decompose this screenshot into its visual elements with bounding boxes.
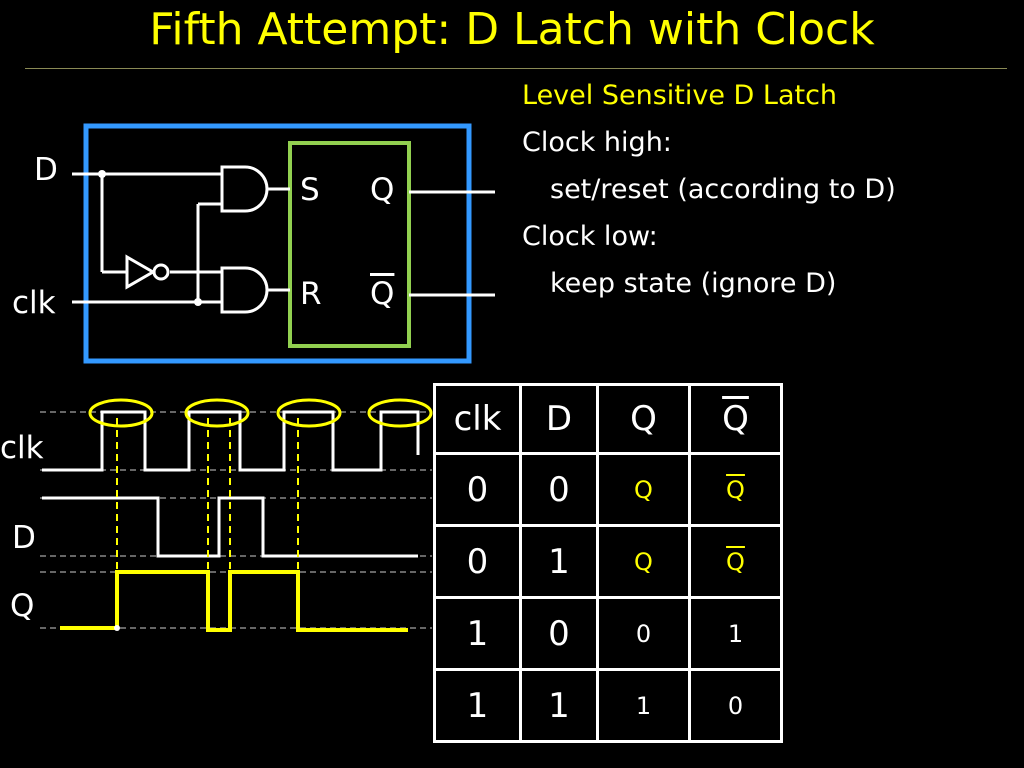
junction-dot-d [98, 170, 106, 178]
clock-high-highlights [88, 398, 433, 428]
clock-low-detail: keep state (ignore D) [550, 268, 837, 299]
truth-table: clk D Q Q 0 0 Q Q 0 1 Q Q 1 0 0 1 1 1 1 … [433, 383, 783, 743]
clk-waveform [42, 410, 420, 472]
header-cell: Q [596, 383, 691, 455]
title-divider [25, 68, 1007, 69]
table-cell: 0 [433, 452, 522, 527]
clock-high-label: Clock high: [522, 127, 672, 158]
timing-d-label: D [12, 520, 36, 556]
junction-dot-clk [194, 298, 202, 306]
d-waveform [42, 496, 418, 558]
table-cell: 1 [433, 668, 522, 743]
table-row: 0 0 Q Q [433, 452, 783, 527]
notes-heading: Level Sensitive D Latch [522, 80, 838, 111]
input-d-label: D [34, 152, 58, 188]
table-row: 1 0 0 1 [433, 596, 783, 671]
inverter-gate [125, 254, 157, 290]
and-gate-reset [220, 266, 269, 314]
table-cell: Q [688, 452, 783, 527]
table-cell: 1 [433, 596, 522, 671]
table-cell: 0 [519, 452, 599, 527]
clock-high-detail: set/reset (according to D) [550, 174, 896, 205]
notes-panel: Level Sensitive D Latch Clock high: set/… [522, 72, 896, 307]
table-row: 1 1 1 0 [433, 668, 783, 743]
output-qbar-label: Q [370, 276, 395, 312]
latch-s-label: S [300, 172, 320, 208]
timing-q-label: Q [10, 588, 35, 624]
slide-title: Fifth Attempt: D Latch with Clock [149, 4, 875, 55]
header-cell: clk [433, 383, 522, 455]
table-cell: Q [596, 524, 691, 599]
output-q-label: Q [370, 172, 395, 208]
latch-enclosure [83, 123, 472, 364]
table-cell: Q [596, 452, 691, 527]
table-cell: 0 [519, 596, 599, 671]
timing-guide-lines [40, 411, 432, 629]
table-cell: 1 [688, 596, 783, 671]
timing-clk-label: clk [0, 430, 44, 466]
table-cell: 1 [596, 668, 691, 743]
q-sample-dot [114, 625, 120, 631]
clock-low-label: Clock low: [522, 221, 658, 252]
table-cell: 0 [688, 668, 783, 743]
table-header-row: clk D Q Q [433, 383, 783, 455]
inverter-bubble [152, 263, 170, 281]
table-cell: 1 [519, 668, 599, 743]
table-cell: 0 [433, 524, 522, 599]
sample-markers [116, 418, 299, 630]
table-cell: Q [688, 524, 783, 599]
q-waveform [60, 570, 408, 632]
table-row: 0 1 Q Q [433, 524, 783, 599]
and-gate-set [220, 165, 269, 213]
table-cell: 1 [519, 524, 599, 599]
latch-r-label: R [300, 276, 322, 312]
table-cell: 0 [596, 596, 691, 671]
input-clk-label: clk [12, 285, 56, 321]
sr-latch-box [288, 141, 411, 348]
header-cell: Q [688, 383, 783, 455]
header-cell: D [519, 383, 599, 455]
